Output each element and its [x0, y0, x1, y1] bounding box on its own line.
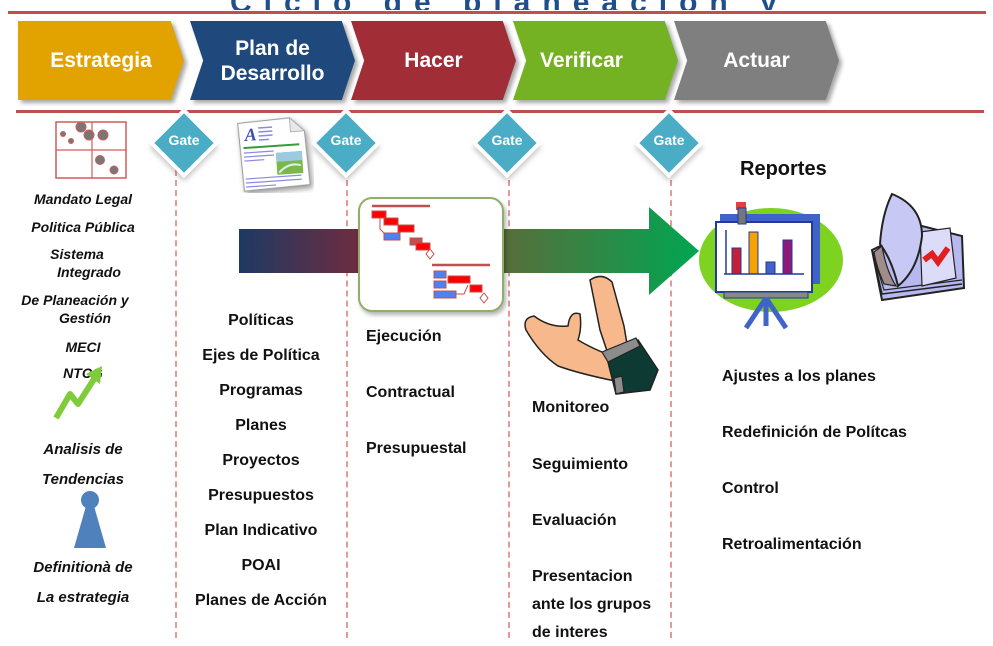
column-separator [670, 170, 672, 638]
strategy-item: Sistema [50, 246, 104, 262]
strategy-item: Tendencias [42, 471, 124, 488]
plan-item: Plan Indicativo [204, 522, 318, 539]
plan-item: Ejes de Política [202, 347, 320, 364]
column-separator [175, 170, 177, 638]
phase-hacer: Hacer [351, 21, 516, 100]
clapping-hands-icon [524, 275, 659, 395]
action-item: Ajustes a los planes [722, 368, 876, 385]
strategy-item: Definitionà de [33, 559, 133, 576]
strategy-item: Gestión [58, 310, 112, 326]
strategy-item: Mandato Legal [33, 191, 132, 207]
execution-item: Ejecución [366, 328, 442, 345]
execution-item: Presupuestal [366, 440, 467, 457]
phase-label: Actuar [723, 49, 790, 72]
page-title: Ciclo de planeación y gestión de polític… [0, 0, 993, 10]
strategy-item: Analisis de [43, 441, 123, 458]
page-title-text: Ciclo de planeación y gestión de polític… [230, 0, 993, 10]
execution-item: Contractual [366, 384, 455, 401]
svg-text:A: A [243, 124, 257, 145]
reportes-heading: Reportes [740, 158, 827, 180]
gate-marker: Gate [153, 112, 215, 174]
action-item: Redefinición de Polítcas [722, 424, 907, 441]
plan-item: Planes de Acción [195, 592, 327, 609]
trend-up-arrow-icon [53, 366, 102, 420]
matrix-chart-icon [55, 121, 127, 179]
phase-label: Verificar [540, 49, 623, 72]
pawn-icon [74, 491, 106, 548]
strategy-item: De Planeación y [21, 292, 129, 308]
document-icon: A [237, 116, 311, 192]
mid-divider [16, 110, 984, 113]
phase-label: Estrategia [50, 49, 152, 72]
phase-actuar: Actuar [674, 21, 839, 100]
strategy-item: La estrategia [36, 589, 130, 606]
verification-item: Monitoreo [532, 399, 610, 416]
verification-item: Seguimiento [532, 456, 629, 473]
verification-item: de interes [532, 624, 608, 641]
plan-item: Proyectos [222, 452, 300, 469]
action-item: Retroalimentación [722, 536, 862, 553]
plan-item: POAI [241, 557, 281, 574]
plan-item: Políticas [228, 312, 294, 329]
column-separator [508, 170, 510, 638]
phase-verificar: Verificar [513, 21, 678, 100]
action-item: Control [722, 480, 779, 497]
plan-item: Programas [219, 382, 303, 399]
report-document-icon [870, 192, 966, 302]
phase-label: Hacer [404, 49, 463, 72]
strategy-item: MECI [65, 339, 101, 355]
verification-item: ante los grupos [532, 596, 652, 613]
top-divider [8, 11, 986, 14]
phase-estrategia: Estrategia [18, 21, 184, 100]
gantt-chart-card [358, 197, 504, 312]
presentation-board-icon [699, 202, 843, 330]
strategy-item: Integrado [57, 264, 121, 280]
plan-item: Planes [235, 417, 287, 434]
gate-marker: Gate [476, 112, 538, 174]
strategy-item: Politica Pública [31, 219, 135, 235]
verification-item: Presentacion [532, 568, 633, 585]
gate-marker: Gate [638, 112, 700, 174]
plan-item: Presupuestos [208, 487, 314, 504]
column-separator [346, 170, 348, 638]
verification-item: Evaluación [532, 512, 617, 529]
gate-marker: Gate [315, 112, 377, 174]
gantt-chart-icon [371, 204, 490, 304]
